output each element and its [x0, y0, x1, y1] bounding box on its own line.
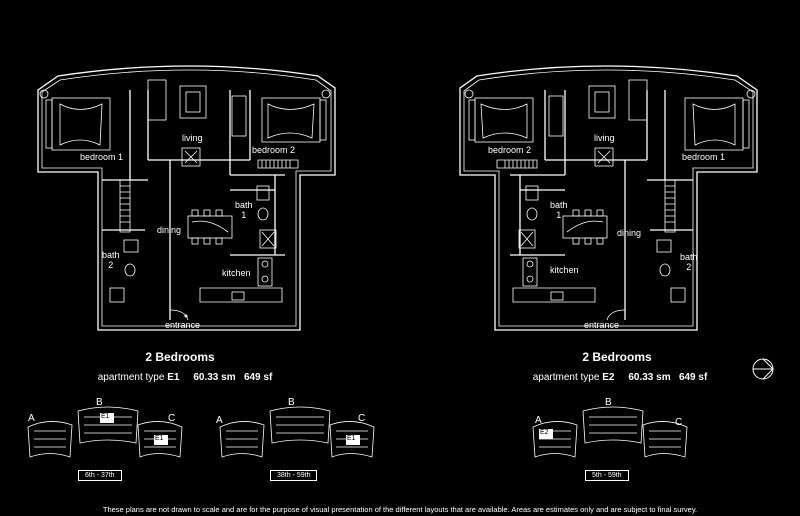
key-plan-e1-upper-letter-b: B — [288, 397, 295, 408]
room-label-dining: dining — [617, 228, 642, 238]
key-plan-e1-upper-letter-a: A — [216, 415, 223, 426]
plan-e2-area-sm: 60.33 sm — [628, 372, 671, 383]
key-plan-e1-lower-letter-b: B — [96, 397, 103, 408]
floorplan-e1: bedroom 1 living bedroom 2 bath 1 dining… — [0, 0, 400, 340]
key-plan-e2: A B C E2 5th - 59th — [525, 395, 705, 490]
room-label-bedroom-a: bedroom 1 — [80, 152, 124, 162]
plan-e1-type-code: E1 — [167, 372, 180, 383]
key-plan-e1-upper-letter-c: C — [358, 413, 366, 424]
key-plan-e1-lower: A B C E1 E1 6th - 37th — [20, 395, 200, 490]
floorplan-e2-drawing — [459, 65, 758, 331]
plan-e2-type-code: E2 — [602, 372, 615, 383]
key-plan-e2-letter-b: B — [605, 397, 612, 408]
key-plan-e2-badge-a: E2 — [540, 429, 549, 436]
key-plan-e1-upper-badge-c: E1 — [347, 435, 356, 442]
key-plan-e1-upper: A B C E1 38th - 59th — [212, 395, 392, 490]
room-label-entrance: entrance — [584, 320, 620, 330]
key-plan-e1-lower-drawing — [27, 406, 183, 458]
disclaimer-footer: These plans are not drawn to scale and a… — [102, 505, 698, 514]
room-label-dining: dining — [157, 225, 182, 235]
room-label-living: living — [594, 133, 615, 143]
room-label-bath-2: bath 2 — [102, 250, 120, 270]
room-label-bath-2: bath 2 — [680, 252, 698, 272]
floorplan-e1-drawing — [37, 65, 336, 331]
room-label-kitchen: kitchen — [222, 268, 251, 278]
room-label-bath-1: bath 1 — [550, 200, 568, 220]
room-label-kitchen: kitchen — [550, 265, 579, 275]
plan-e1-area-sf: 649 sf — [243, 372, 273, 383]
key-plan-e2-letter-c: C — [675, 417, 683, 428]
key-plan-e1-lower-badge-b: E1 — [101, 413, 110, 420]
room-label-bedroom-b: bedroom 1 — [682, 152, 726, 162]
room-label-living: living — [182, 133, 203, 143]
plan-e1-heading: 2 Bedrooms — [145, 350, 215, 364]
room-label-bedroom-a: bedroom 2 — [488, 145, 532, 155]
plan-e1-type-line: apartment type E1 60.33 sm 649 sf — [80, 372, 290, 383]
room-label-bath-1: bath 1 — [235, 200, 253, 220]
plan-e2-type-line: apartment type E2 60.33 sm 649 sf — [515, 372, 725, 383]
key-plan-e2-floors: 5th - 59th — [585, 470, 629, 481]
plan-e2-heading: 2 Bedrooms — [582, 350, 652, 364]
plan-e2-type-prefix: apartment type — [532, 372, 603, 383]
room-label-entrance: entrance — [165, 320, 201, 330]
north-arrow-icon — [752, 358, 774, 380]
plan-e1-area-sm: 60.33 sm — [193, 372, 236, 383]
key-plan-e1-upper-floors: 38th - 59th — [270, 470, 318, 481]
room-label-bedroom-b: bedroom 2 — [252, 145, 296, 155]
key-plan-e2-letter-a: A — [535, 415, 542, 426]
plan-e2-area-sf: 649 sf — [678, 372, 708, 383]
key-plan-e1-upper-drawing — [219, 406, 375, 458]
key-plan-e1-lower-letter-a: A — [28, 413, 35, 424]
key-plan-e1-lower-floors: 6th - 37th — [78, 470, 122, 481]
key-plan-e1-lower-letter-c: C — [168, 413, 176, 424]
plan-e1-type-prefix: apartment type — [97, 372, 168, 383]
key-plan-e1-lower-badge-c: E1 — [155, 435, 164, 442]
key-plan-e2-drawing — [532, 406, 688, 458]
floorplan-e2: bedroom 2 living bedroom 1 bath 1 dining… — [420, 0, 800, 340]
